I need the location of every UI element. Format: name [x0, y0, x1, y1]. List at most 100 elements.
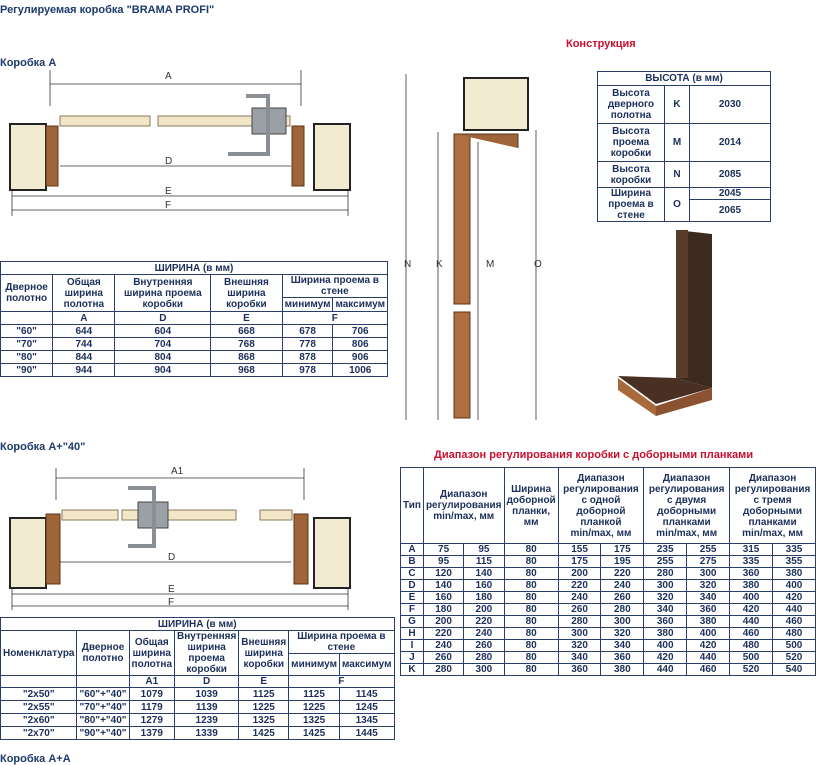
table-cell: 195 [600, 555, 645, 568]
width-table-a40-header: ШИРИНА (в мм) [0, 617, 395, 631]
table-cell: 235 [643, 543, 688, 556]
table-cell: 644 [52, 324, 116, 338]
table-cell: 80 [503, 591, 559, 604]
table-cell: 540 [771, 663, 817, 676]
table-cell: 300 [686, 567, 731, 580]
table-cell: 120 [422, 567, 465, 580]
table-cell: "70"+"40" [76, 700, 130, 714]
table-cell: 1339 [174, 726, 240, 740]
table-cell: 360 [686, 603, 731, 616]
table-cell: 335 [729, 555, 773, 568]
height-row-name: Высота проема коробки [597, 123, 665, 162]
col-header: Общая ширина полотна [52, 274, 116, 312]
table-cell: 360 [600, 651, 645, 664]
table-cell: 440 [686, 651, 731, 664]
table-cell: 480 [771, 627, 817, 640]
table-cell: 520 [729, 663, 773, 676]
height-row-name: Высота коробки [597, 161, 665, 188]
table-cell: 1006 [332, 363, 388, 377]
col-header: Внешняя ширина коробки [210, 274, 283, 312]
dim-f-label: F [165, 200, 171, 211]
dim-a-label: A [165, 71, 172, 82]
code-cell: E [210, 311, 283, 325]
table-cell: 340 [686, 591, 731, 604]
col-header: Номенклатура [0, 630, 78, 676]
table-cell: 340 [557, 651, 602, 664]
table-cell: 95 [422, 555, 465, 568]
table-cell: 300 [600, 615, 645, 628]
code-cell: E [238, 675, 290, 688]
table-cell: 80 [503, 639, 559, 652]
table-cell: 220 [557, 579, 602, 592]
table-cell: 275 [686, 555, 731, 568]
height-row-value2: 2065 [689, 199, 771, 222]
table-cell: K [400, 663, 424, 676]
table-cell: 744 [52, 337, 116, 351]
dim-d-label: D [165, 156, 172, 167]
table-cell: 460 [686, 663, 731, 676]
table-cell: 320 [686, 579, 731, 592]
table-cell: 80 [503, 555, 559, 568]
width-table-a-header: ШИРИНА (в мм) [0, 261, 388, 275]
table-cell: 240 [463, 627, 505, 640]
table-cell: 320 [557, 639, 602, 652]
table-cell: 1179 [128, 700, 176, 714]
table-cell: 1125 [238, 687, 290, 701]
dim-e1-label: E [168, 584, 175, 595]
col-subheader: минимум [288, 653, 340, 676]
table-cell: C [400, 567, 424, 580]
table-cell: 300 [557, 627, 602, 640]
table-cell: 80 [503, 615, 559, 628]
table-cell: 1425 [238, 726, 290, 740]
table-cell: 1225 [288, 700, 340, 714]
table-cell: 75 [422, 543, 465, 556]
table-cell: B [400, 555, 424, 568]
table-cell: 460 [729, 627, 773, 640]
height-row-code: M [664, 123, 690, 162]
code-cell: D [174, 675, 240, 688]
code-cell: F [288, 675, 395, 688]
col-header: Диапазон регулирования с тремя доборными… [729, 467, 816, 544]
table-cell: 704 [114, 337, 212, 351]
table-cell: 220 [463, 615, 505, 628]
table-cell: 115 [463, 555, 505, 568]
table-cell: "2x50" [0, 687, 78, 701]
dim-m-label: M [486, 259, 494, 270]
table-cell: 400 [729, 591, 773, 604]
table-cell: 420 [771, 591, 817, 604]
table-cell: 160 [463, 579, 505, 592]
table-cell: "80"+"40" [76, 713, 130, 727]
table-cell: 80 [503, 567, 559, 580]
col-header: Диапазон регулирования min/max, мм [422, 467, 505, 544]
dim-e-label: E [165, 186, 172, 197]
table-cell: 400 [686, 627, 731, 640]
table-cell: 180 [422, 603, 465, 616]
table-cell: 420 [643, 651, 688, 664]
table-cell: 240 [600, 579, 645, 592]
table-cell: 978 [281, 363, 334, 377]
table-cell: 180 [463, 591, 505, 604]
table-cell: 280 [422, 663, 465, 676]
section-a-title: Коробка А [0, 57, 57, 69]
table-cell: "60"+"40" [76, 687, 130, 701]
table-cell: I [400, 639, 424, 652]
range-title: Диапазон регулирования коробки с доборны… [434, 449, 754, 461]
dim-k-label: K [436, 259, 443, 270]
dim-n-label: N [404, 259, 411, 270]
code-cell: D [114, 311, 212, 325]
table-cell: 220 [422, 627, 465, 640]
table-cell: 678 [281, 324, 334, 338]
height-row-value: 2085 [689, 161, 771, 188]
table-cell: "2x55" [0, 700, 78, 714]
table-cell: 240 [557, 591, 602, 604]
table-cell: 80 [503, 651, 559, 664]
table-cell: 1345 [339, 713, 395, 727]
section-aa-title: Коробка А+А [0, 753, 71, 765]
